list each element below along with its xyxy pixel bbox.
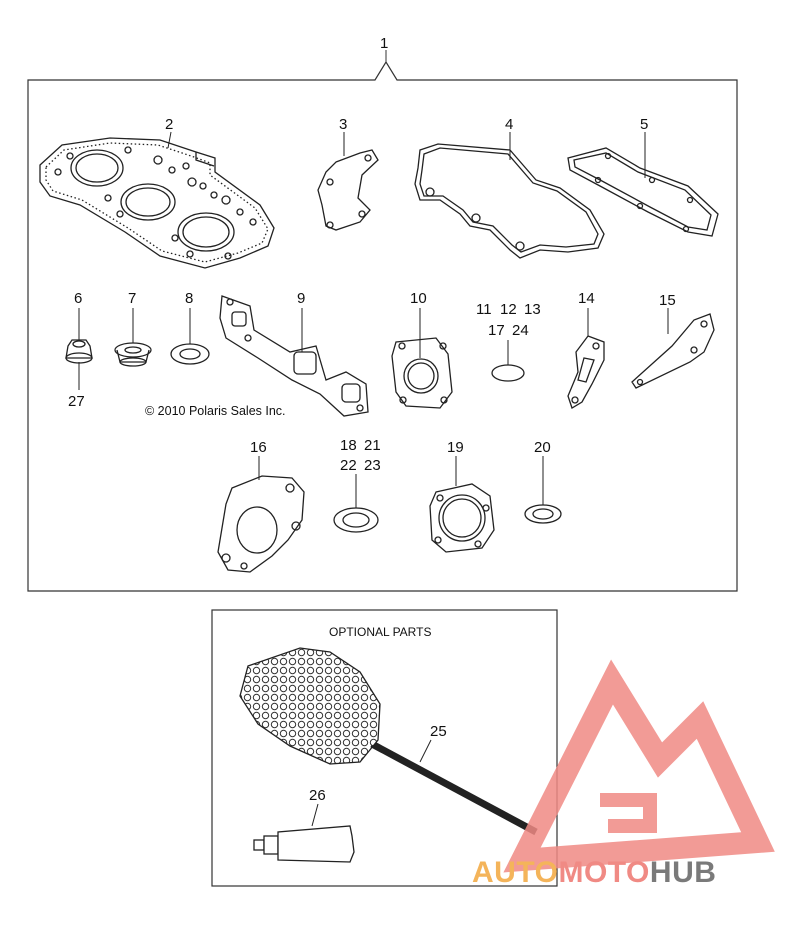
optional-parts-frame [211, 609, 558, 887]
gasket-15 [631, 313, 715, 389]
callout-1: 1 [380, 35, 389, 52]
sealant-tube [253, 825, 355, 863]
callout-27: 27 [68, 393, 85, 410]
callout-7: 7 [128, 290, 137, 307]
callout-20: 20 [534, 439, 551, 456]
callout-4: 4 [505, 116, 514, 133]
callout-13: 13 [524, 301, 541, 318]
head-gasket [39, 137, 275, 269]
callout-12: 12 [500, 301, 517, 318]
callout-14: 14 [578, 290, 595, 307]
rocker-cover-gasket [414, 143, 605, 259]
callout-17: 17 [488, 322, 505, 339]
callout-3: 3 [339, 116, 348, 133]
callout-15: 15 [659, 292, 676, 309]
optional-parts-title: OPTIONAL PARTS [329, 625, 432, 639]
callout-22: 22 [340, 457, 357, 474]
callout-19: 19 [447, 439, 464, 456]
washer-8 [170, 343, 210, 365]
watermark-part-moto: MOTO [558, 856, 650, 889]
gasket-19 [429, 483, 495, 553]
callout-8: 8 [185, 290, 194, 307]
gasket-16 [217, 475, 305, 573]
o-ring [491, 364, 525, 382]
callout-2: 2 [165, 116, 174, 133]
valve-stem-seal [65, 339, 93, 364]
callout-26: 26 [309, 787, 326, 804]
cleaning-brush [239, 647, 538, 836]
callout-10: 10 [410, 290, 427, 307]
automotohub-logo [503, 659, 775, 873]
watermark-part-hub: HUB [649, 856, 717, 889]
callout-23: 23 [364, 457, 381, 474]
gasket-3 [317, 149, 379, 231]
callout-5: 5 [640, 116, 649, 133]
callout-6: 6 [74, 290, 83, 307]
callout-16: 16 [250, 439, 267, 456]
gasket-5 [567, 147, 719, 237]
callout-11: 11 [476, 301, 492, 318]
main-kit-frame [27, 60, 738, 592]
callout-25: 25 [430, 723, 447, 740]
callout-21: 21 [364, 437, 381, 454]
washer-18 [333, 507, 379, 533]
callout-24: 24 [512, 322, 529, 339]
manifold-gasket [219, 295, 369, 417]
callout-leaders [78, 131, 669, 827]
watermark-part-auto: AUTO [472, 856, 559, 889]
copyright-notice: © 2010 Polaris Sales Inc. [145, 404, 286, 418]
gasket-10 [391, 337, 453, 409]
gasket-14 [567, 335, 605, 409]
callout-9: 9 [297, 290, 306, 307]
watermark-text: AUTOMOTOHUB [472, 856, 716, 890]
callout-18: 18 [340, 437, 357, 454]
seal-7 [114, 342, 152, 367]
washer-20 [524, 504, 562, 524]
